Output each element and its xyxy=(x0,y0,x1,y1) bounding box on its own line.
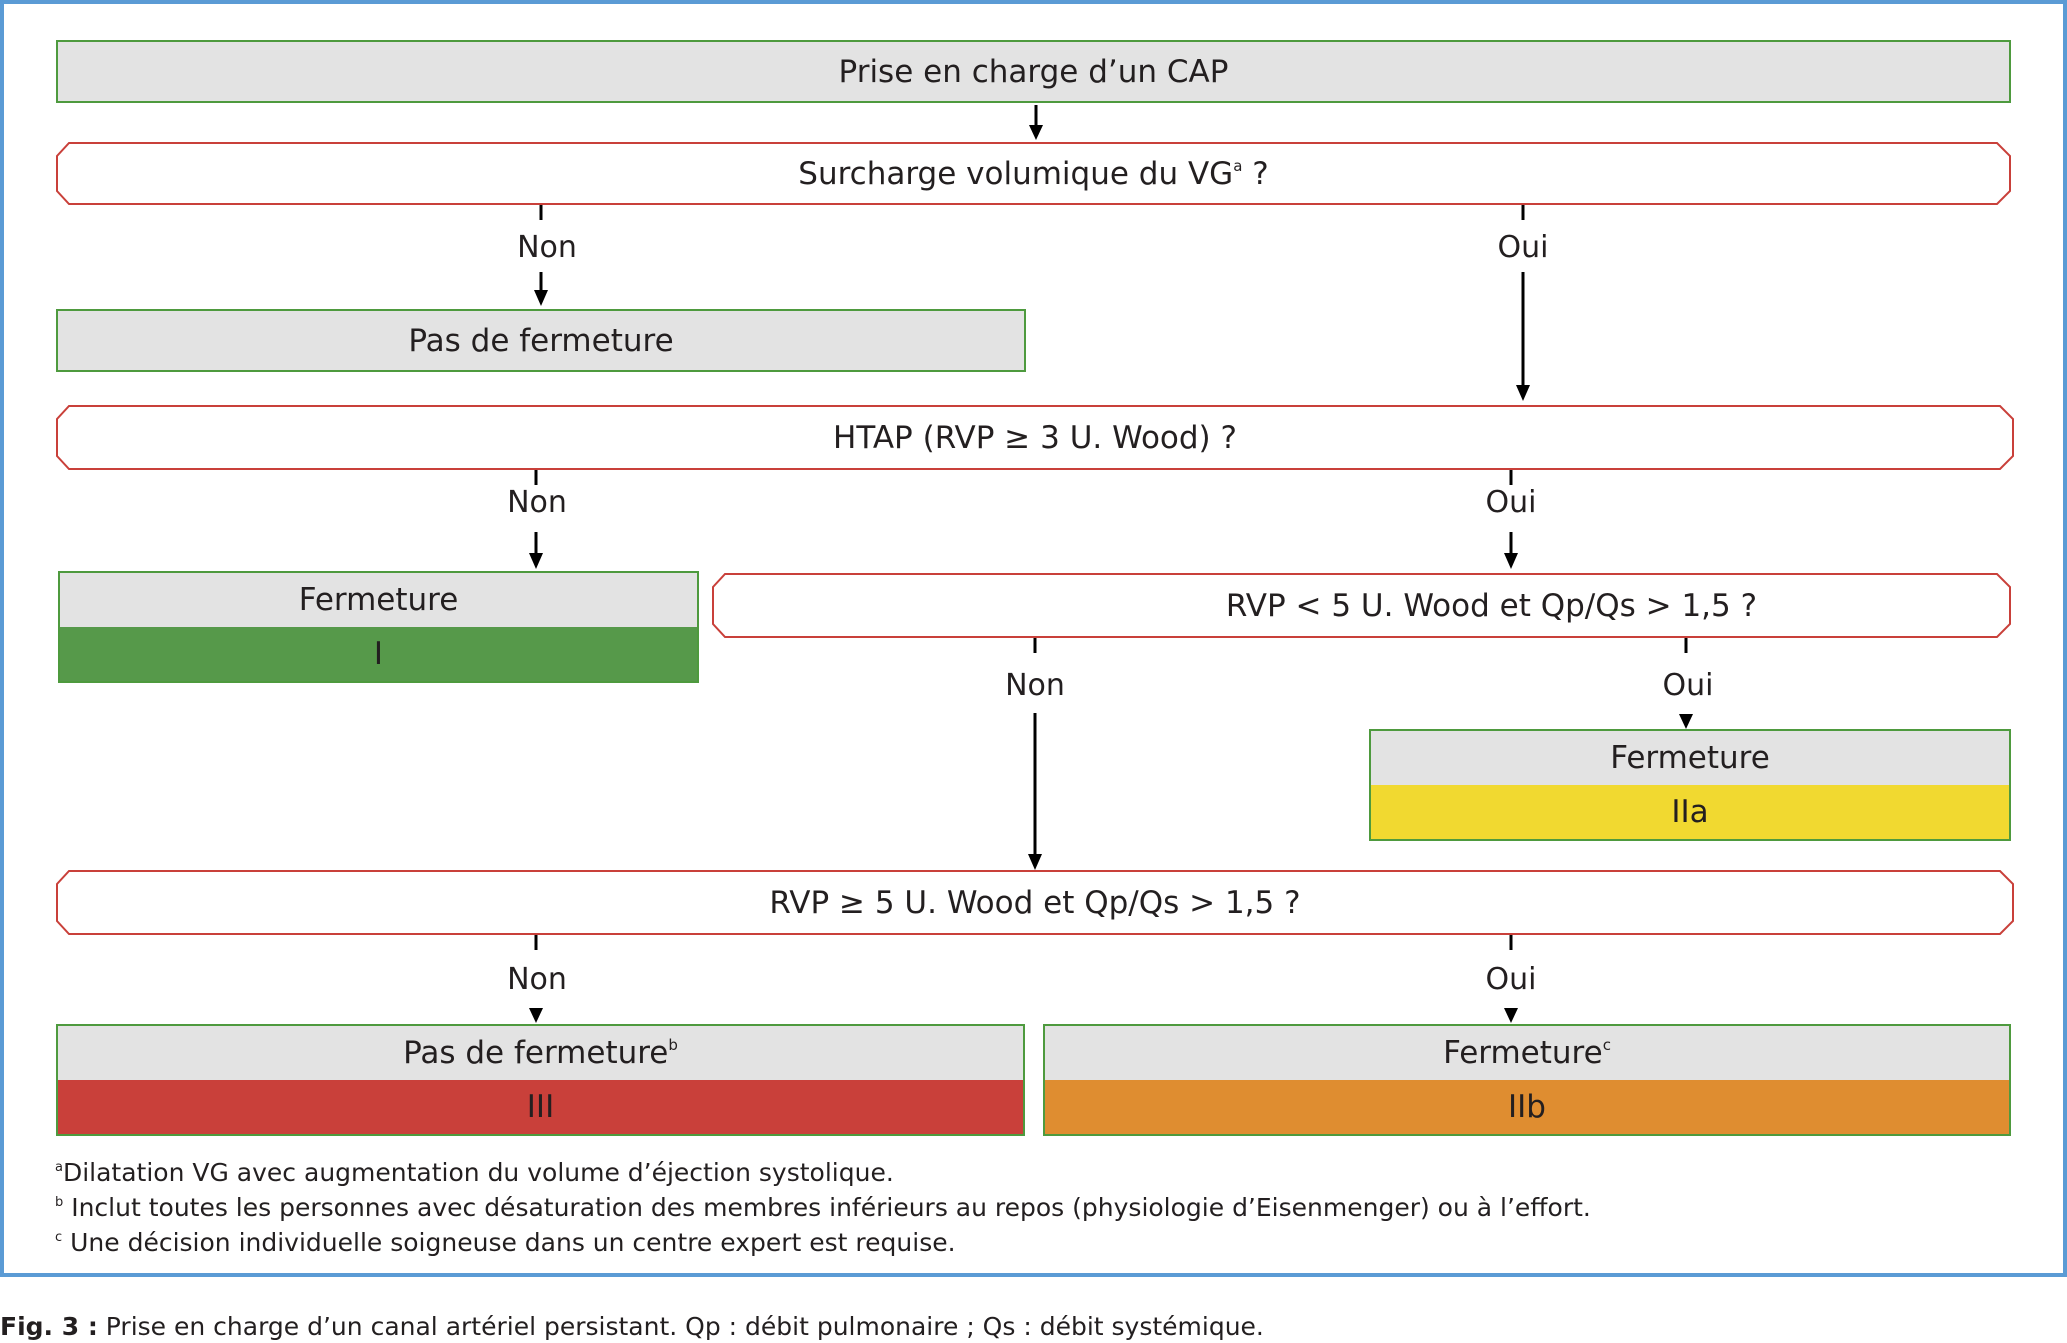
footnotes: aDilatation VG avec augmentation du volu… xyxy=(55,1155,1591,1260)
footnote-a: aDilatation VG avec augmentation du volu… xyxy=(55,1158,894,1187)
decision-rvp-ge5: RVP ≥ 5 U. Wood et Qp/Qs > 1,5 ? xyxy=(56,870,2014,935)
decision-rvp-lt5-label: RVP < 5 U. Wood et Qp/Qs > 1,5 ? xyxy=(1225,587,1758,624)
q2-no-label: Non xyxy=(507,485,567,520)
class-IIa-badge: IIa xyxy=(1671,794,1709,830)
q1-no-label: Non xyxy=(517,230,577,265)
decision-htap-label: HTAP (RVP ≥ 3 U. Wood) ? xyxy=(833,419,1237,456)
class-I-badge: I xyxy=(373,636,384,672)
result-closure-IIb-label: Fermeturec xyxy=(1443,1035,1611,1071)
q3-yes-label: Oui xyxy=(1662,668,1714,703)
decision-lv-overload-label: Surcharge volumique du VGa ? xyxy=(798,155,1269,192)
arrow-q3-yes xyxy=(1679,714,1693,729)
footnote-b: b Inclut toutes les personnes avec désat… xyxy=(55,1193,1591,1222)
result-no-closure-III-label: Pas de fermetureb xyxy=(403,1035,678,1071)
q2-yes-label: Oui xyxy=(1485,485,1537,520)
q4-yes-label: Oui xyxy=(1485,962,1537,997)
decision-lv-overload: Surcharge volumique du VGa ? xyxy=(56,142,2011,205)
result-closure-IIa-label: Fermeture xyxy=(1610,740,1770,776)
diagram-frame xyxy=(0,0,2067,1277)
q4-no-label: Non xyxy=(507,962,567,997)
arrow-q4-no xyxy=(529,1008,543,1023)
figure-caption: Fig. 3 : Prise en charge d’un canal arté… xyxy=(0,1312,1264,1341)
result-closure-I-label: Fermeture xyxy=(298,582,459,618)
figure-caption-text: Prise en charge d’un canal artériel pers… xyxy=(97,1312,1264,1341)
result-no-closure-1-label: Pas de fermeture xyxy=(408,322,674,359)
arrow-q4-yes xyxy=(1504,1008,1518,1023)
result-closure-I: Fermeture I xyxy=(58,571,699,683)
result-no-closure-1: Pas de fermeture xyxy=(56,309,1026,372)
start-label: Prise en charge d’un CAP xyxy=(838,53,1229,90)
class-III-badge: III xyxy=(526,1089,555,1125)
result-closure-IIa: Fermeture IIa xyxy=(1369,729,2011,841)
figure-caption-prefix: Fig. 3 : xyxy=(0,1312,98,1341)
q3-no-label: Non xyxy=(1005,668,1065,703)
result-closure-IIb: Fermeturec IIb xyxy=(1043,1024,2011,1136)
decision-htap: HTAP (RVP ≥ 3 U. Wood) ? xyxy=(56,405,2014,470)
q1-yes-label: Oui xyxy=(1497,230,1549,265)
footnote-c: c Une décision individuelle soigneuse da… xyxy=(55,1228,956,1257)
decision-rvp-ge5-label: RVP ≥ 5 U. Wood et Qp/Qs > 1,5 ? xyxy=(769,884,1301,921)
class-IIb-badge: IIb xyxy=(1508,1089,1546,1125)
start-node: Prise en charge d’un CAP xyxy=(56,40,2011,103)
decision-rvp-lt5: RVP < 5 U. Wood et Qp/Qs > 1,5 ? xyxy=(712,573,2011,638)
result-no-closure-III: Pas de fermetureb III xyxy=(56,1024,1025,1136)
